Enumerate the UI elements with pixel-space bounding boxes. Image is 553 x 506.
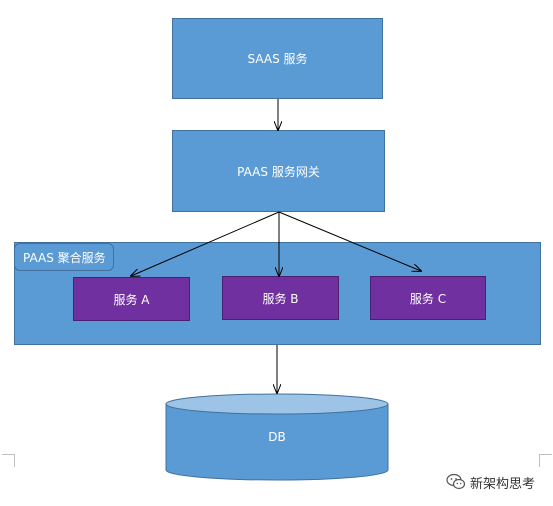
db-cylinder-top [165, 393, 389, 415]
service-a-box: 服务 A [73, 277, 190, 321]
service-c-label: 服务 C [409, 291, 447, 306]
wechat-icon [446, 473, 466, 490]
paas-gateway-box: PAAS 服务网关 [172, 130, 385, 212]
saas-service-box: SAAS 服务 [172, 18, 383, 99]
db-label: DB [268, 430, 286, 444]
watermark: 新架构思考 [446, 472, 535, 492]
service-a-label: 服务 A [113, 292, 150, 307]
service-b-label: 服务 B [262, 291, 299, 306]
page-corner-mark-right [539, 454, 552, 467]
paas-aggregate-label: PAAS 聚合服务 [14, 243, 114, 271]
paas-gateway-label: PAAS 服务网关 [237, 164, 320, 179]
watermark-text: 新架构思考 [470, 476, 536, 492]
service-c-box: 服务 C [370, 276, 486, 320]
db-cylinder-body [165, 403, 389, 481]
saas-service-label: SAAS 服务 [247, 52, 308, 66]
page-corner-mark-left [2, 454, 15, 467]
service-b-box: 服务 B [222, 276, 339, 320]
